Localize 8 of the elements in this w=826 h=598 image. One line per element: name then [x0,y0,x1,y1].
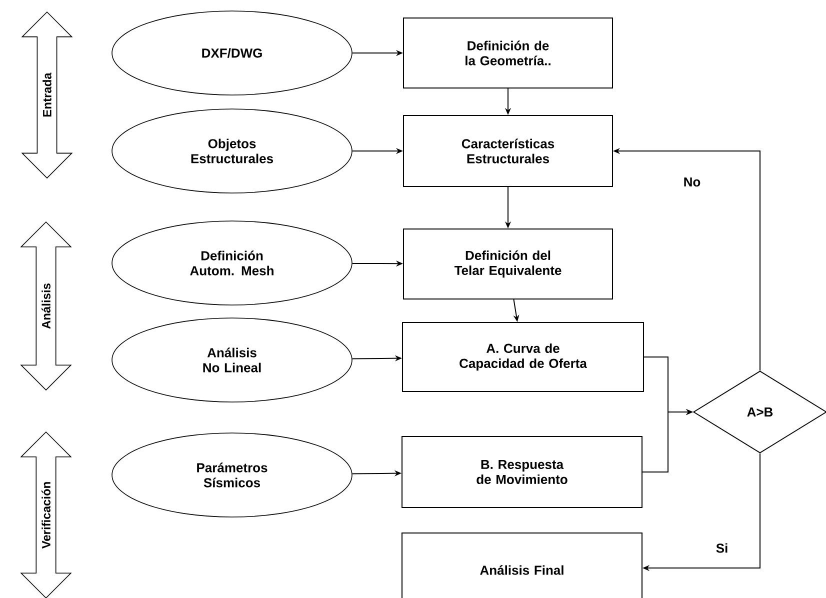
process-box: Características Estructurales [403,115,613,187]
edge-label: No [682,176,702,188]
process-box: A. Curva de Capacidad de Oferta [402,322,644,392]
process-box: Definición del Telar Equivalente [403,228,613,300]
edge-label: Si [714,542,730,554]
process-box: B. Respuesta de Movimiento [402,436,642,508]
process-box: Definición de la Geometría.. [403,18,613,88]
process-box: Análisis Final [402,532,642,598]
